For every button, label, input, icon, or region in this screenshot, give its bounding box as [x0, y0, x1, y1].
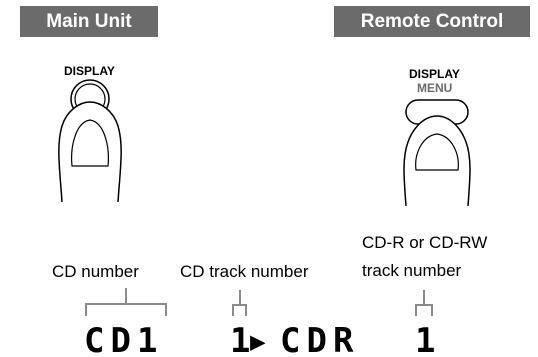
cdr-caption-line2: track number: [362, 261, 462, 280]
finger-press-icon: [403, 115, 471, 207]
readout-cdr-track: 1: [415, 321, 435, 357]
remote-control-header-label: Remote Control: [360, 10, 504, 32]
cd-number-bracket: [85, 288, 167, 316]
cdr-caption-line1: CD-R or CD-RW: [362, 233, 488, 252]
readout-mode: CDR: [280, 321, 359, 357]
cdr-track-bracket: [415, 290, 433, 316]
cd-number-caption: CD number: [52, 262, 139, 281]
cd-track-bracket: [232, 290, 247, 316]
cd-track-number-caption: CD track number: [180, 262, 309, 281]
finger-press-icon: [58, 101, 122, 203]
remote-control-header: Remote Control: [334, 6, 530, 37]
remote-menu-label: MENU: [417, 81, 453, 95]
main-display-button-label: DISPLAY: [64, 64, 115, 78]
remote-display-button-illustration: [403, 99, 471, 207]
readout-play-symbol: ▶: [250, 327, 266, 357]
main-display-button-illustration: [58, 79, 122, 203]
main-unit-header-label: Main Unit: [46, 10, 132, 32]
main-unit-header: Main Unit: [20, 6, 158, 37]
readout-cd-track: 1: [230, 321, 250, 357]
remote-display-label: DISPLAY: [409, 67, 460, 81]
readout-cd-number: CD1: [84, 321, 163, 357]
